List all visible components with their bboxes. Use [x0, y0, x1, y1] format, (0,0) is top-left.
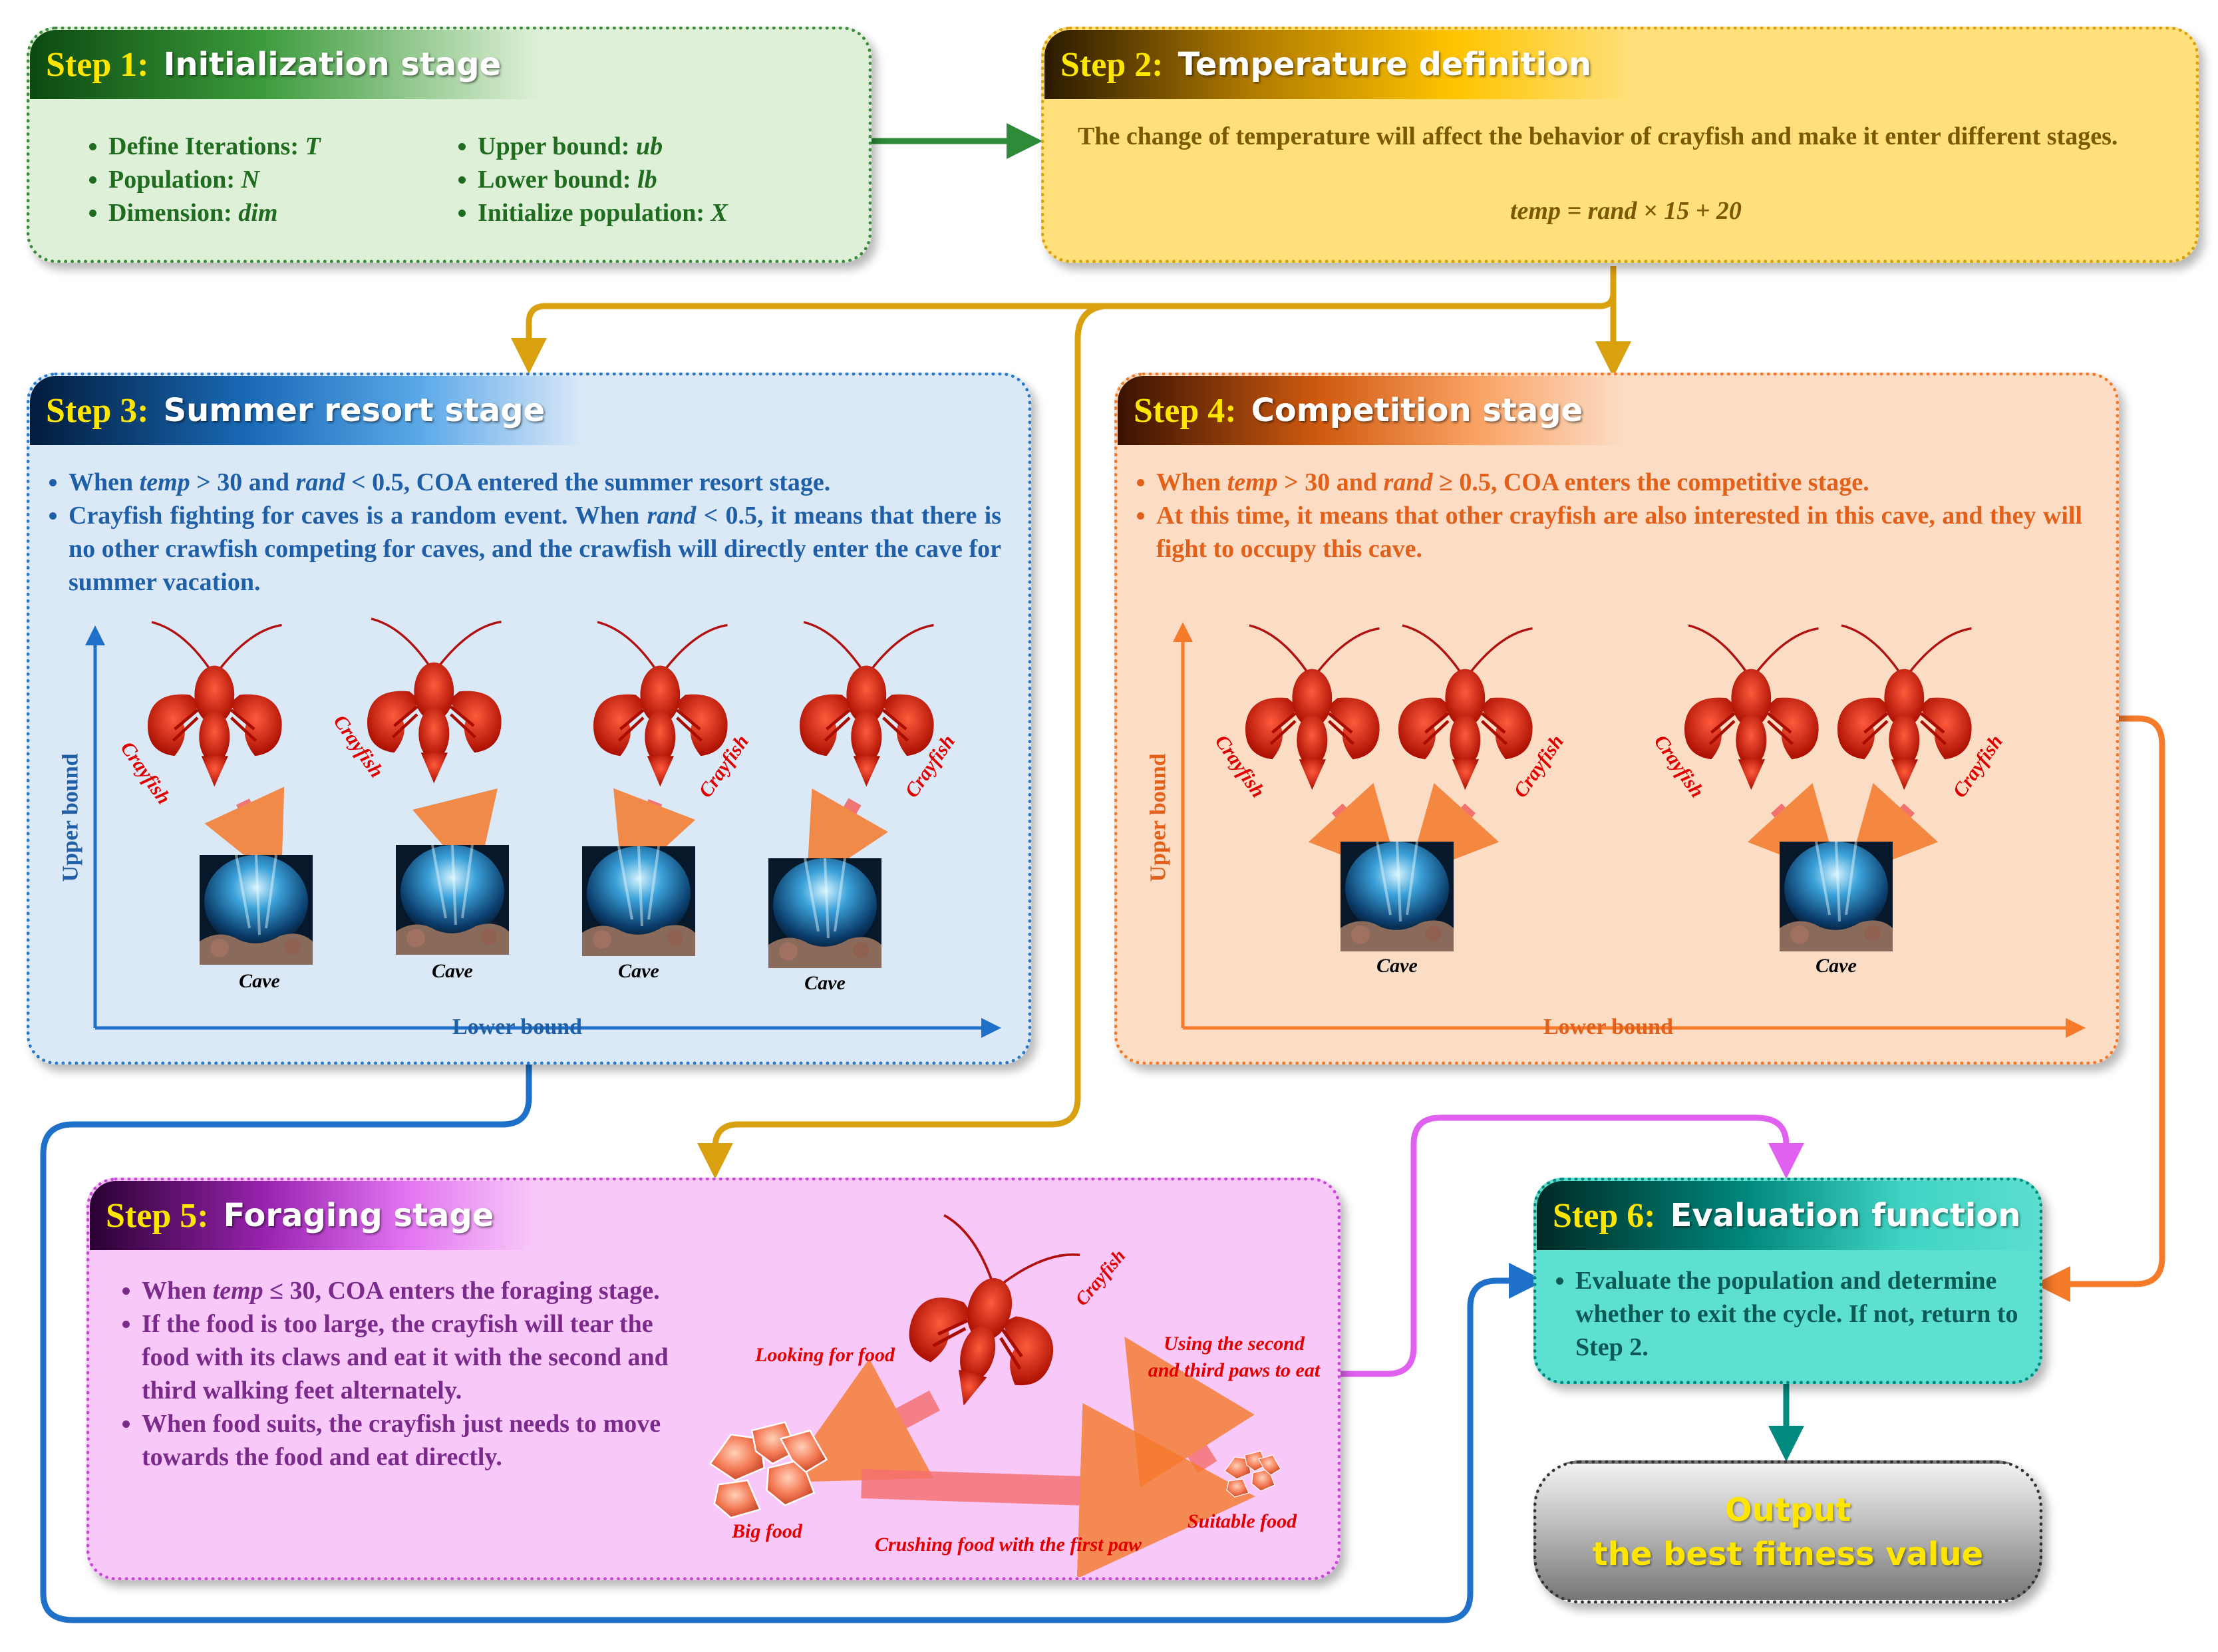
step1-population-item: Population: N [108, 163, 422, 196]
step4-cave-label: Cave [1816, 955, 1857, 977]
step4-y-axis-label: Upper bound [1146, 753, 1171, 882]
step5-bullet-3: When food suits, the crayfish just needs… [142, 1407, 669, 1474]
step3-title: Summer resort stage [163, 392, 546, 429]
step3-bullet-1: When temp > 30 and rand < 0.5, COA enter… [69, 466, 1001, 499]
step1-number: Step 1: [46, 45, 149, 84]
step3-bullets: When temp > 30 and rand < 0.5, COA enter… [37, 466, 1001, 599]
step6-box: Step 6: Evaluation function Evaluate the… [1533, 1178, 2042, 1384]
cave-image [395, 844, 510, 956]
step5-title: Foraging stage [223, 1197, 494, 1234]
step4-bullet-1: When temp > 30 and rand ≥ 0.5, COA enter… [1156, 466, 2082, 499]
step4-axes [1173, 622, 2086, 1038]
step4-x-axis-label: Lower bound [1543, 1015, 1673, 1039]
step3-cave-label: Cave [239, 970, 280, 992]
step2-description: The change of temperature will affect th… [1078, 122, 2118, 150]
crayfish-image [593, 622, 728, 786]
arrow-step3-to-step6 [40, 1065, 1545, 1623]
step1-upper-bound-item: Upper bound: ub [478, 130, 858, 163]
cave-image [198, 854, 314, 966]
step5-header: Step 5: Foraging stage [90, 1181, 534, 1250]
arrow-step4-to-step6 [2034, 715, 2165, 1302]
step5-crushing-label: Crushing food with the first paw [875, 1534, 1142, 1556]
step2-box: Step 2: Temperature definition The chang… [1041, 27, 2199, 263]
suitable-food-image [1224, 1450, 1281, 1498]
step3-cave-label: Cave [804, 972, 846, 994]
step6-bullet-1: Evaluate the population and determine wh… [1575, 1264, 2022, 1364]
step1-header: Step 1: Initialization stage [30, 30, 542, 99]
crayfish-image [893, 1214, 1080, 1424]
step5-using-label: Using the second and third paws to eat [1148, 1333, 1321, 1381]
step3-number: Step 3: [46, 391, 149, 430]
step4-bullet-2: At this time, it means that other crayfi… [1156, 499, 2082, 566]
cave-image [767, 857, 883, 969]
step5-bullets: When temp ≤ 30, COA enters the foraging … [110, 1274, 669, 1474]
step1-left-list: Define Iterations: T Population: N Dimen… [77, 130, 422, 230]
step4-cave-label: Cave [1376, 955, 1418, 977]
step5-looking-label: Looking for food [755, 1344, 895, 1366]
crayfish-image [367, 619, 502, 783]
step1-right-list: Upper bound: ub Lower bound: lb Initiali… [446, 130, 858, 230]
step5-bullet-2: If the food is too large, the crayfish w… [142, 1307, 669, 1407]
step4-number: Step 4: [1134, 391, 1237, 430]
step6-number: Step 6: [1553, 1196, 1656, 1235]
step1-init-population-item: Initialize population: X [478, 196, 858, 230]
step5-box: Step 5: Foraging stage When temp ≤ 30, C… [86, 1178, 1341, 1580]
step3-bullet-2: Crayfish fighting for caves is a random … [69, 499, 1001, 599]
step4-box: Step 4: Competition stage When temp > 30… [1114, 373, 2119, 1065]
step1-title: Initialization stage [163, 46, 502, 83]
step6-bullets: Evaluate the population and determine wh… [1543, 1264, 2022, 1364]
step5-bullet-1: When temp ≤ 30, COA enters the foraging … [142, 1274, 669, 1307]
cave-image [581, 845, 697, 957]
arrow-step2-to-step5 [697, 303, 1105, 1179]
step3-cave-label: Cave [618, 960, 659, 982]
step1-iterations-item: Define Iterations: T [108, 130, 422, 163]
crayfish-image [1837, 625, 1972, 790]
step2-formula: temp = rand × 15 + 20 [1510, 197, 1742, 225]
step2-title: Temperature definition [1178, 46, 1592, 83]
step3-y-axis-label: Upper bound [58, 753, 83, 882]
step5-suitable-food-label: Suitable food [1188, 1510, 1297, 1532]
crayfish-image [1245, 625, 1380, 790]
step3-axes [85, 376, 1001, 1038]
step5-big-food-label: Big food [732, 1520, 802, 1542]
step4-title: Competition stage [1251, 392, 1583, 429]
crayfish-image [1684, 625, 1819, 790]
cave-image [1778, 840, 1894, 953]
crayfish-image [148, 622, 282, 786]
step6-header: Step 6: Evaluation function [1537, 1181, 2039, 1250]
step2-header: Step 2: Temperature definition [1044, 30, 1632, 99]
step5-foraging-figure [709, 1181, 1281, 1577]
step3-cave-label: Cave [432, 960, 473, 982]
step2-number: Step 2: [1060, 45, 1164, 84]
step4-bullets: When temp > 30 and rand ≥ 0.5, COA enter… [1124, 466, 2082, 566]
cave-image [1339, 840, 1455, 953]
output-line-1: Output [1724, 1491, 1851, 1529]
crayfish-image [800, 622, 934, 786]
crayfish-image [1398, 625, 1533, 790]
step3-box: Step 3: Summer resort stage When temp > … [27, 373, 1031, 1065]
step1-dimension-item: Dimension: dim [108, 196, 422, 230]
step3-x-axis-label: Lower bound [452, 1015, 582, 1039]
output-line-2: the best fitness value [1592, 1535, 1984, 1573]
step5-number: Step 5: [106, 1196, 209, 1235]
output-box: Output the best fitness value [1533, 1460, 2042, 1603]
arrow-step2-to-step3 [511, 266, 1617, 374]
step1-box: Step 1: Initialization stage Define Iter… [27, 27, 871, 263]
step3-header: Step 3: Summer resort stage [30, 376, 585, 445]
step4-header: Step 4: Competition stage [1118, 376, 1623, 445]
arrow-step5-to-step6 [1337, 1114, 1804, 1377]
step1-lower-bound-item: Lower bound: lb [478, 163, 858, 196]
step6-title: Evaluation function [1670, 1197, 2021, 1234]
big-food-image [709, 1421, 828, 1519]
